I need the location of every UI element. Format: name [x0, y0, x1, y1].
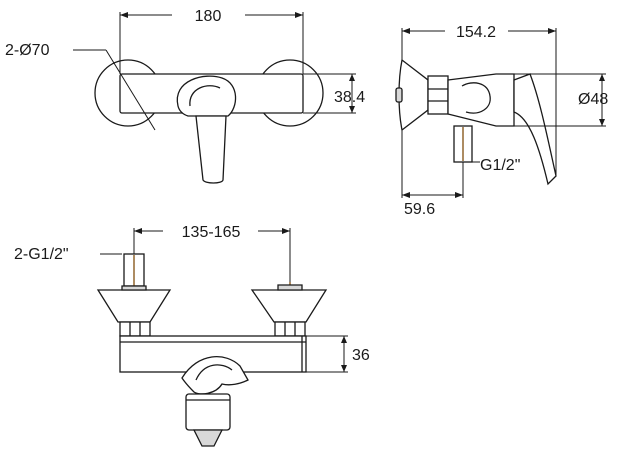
centers-dimension-label: 135-165	[182, 224, 241, 241]
diameter-dimension-label: Ø48	[578, 91, 608, 108]
width-dimension-label: 180	[195, 8, 222, 25]
left-nut	[119, 321, 151, 337]
side-view: 154.2 Ø48 G1/2" 59.6	[395, 24, 608, 218]
right-nut	[274, 321, 306, 337]
side-nut	[427, 75, 449, 115]
inlets-thread-label: 2-G1/2"	[14, 246, 69, 263]
offset-dimension-label: 59.6	[404, 201, 435, 218]
handle-base	[176, 75, 237, 117]
front-view: 180 2-Ø70 38.4	[5, 8, 365, 184]
left-flange-cone	[96, 289, 172, 323]
flange-dimension-label: 2-Ø70	[5, 42, 50, 59]
right-flange-cone	[250, 289, 328, 323]
height-dimension-label: 38.4	[334, 89, 365, 106]
side-flange	[398, 58, 429, 132]
bottom-view: 135-165 2-G1/2"	[14, 224, 370, 447]
body-height-label: 36	[352, 347, 370, 364]
side-body	[447, 73, 515, 127]
inlet-thread-label: G1/2"	[480, 157, 520, 174]
bottom-lever-cap	[181, 356, 249, 395]
depth-dimension-label: 154.2	[456, 24, 496, 41]
lever	[195, 115, 227, 184]
